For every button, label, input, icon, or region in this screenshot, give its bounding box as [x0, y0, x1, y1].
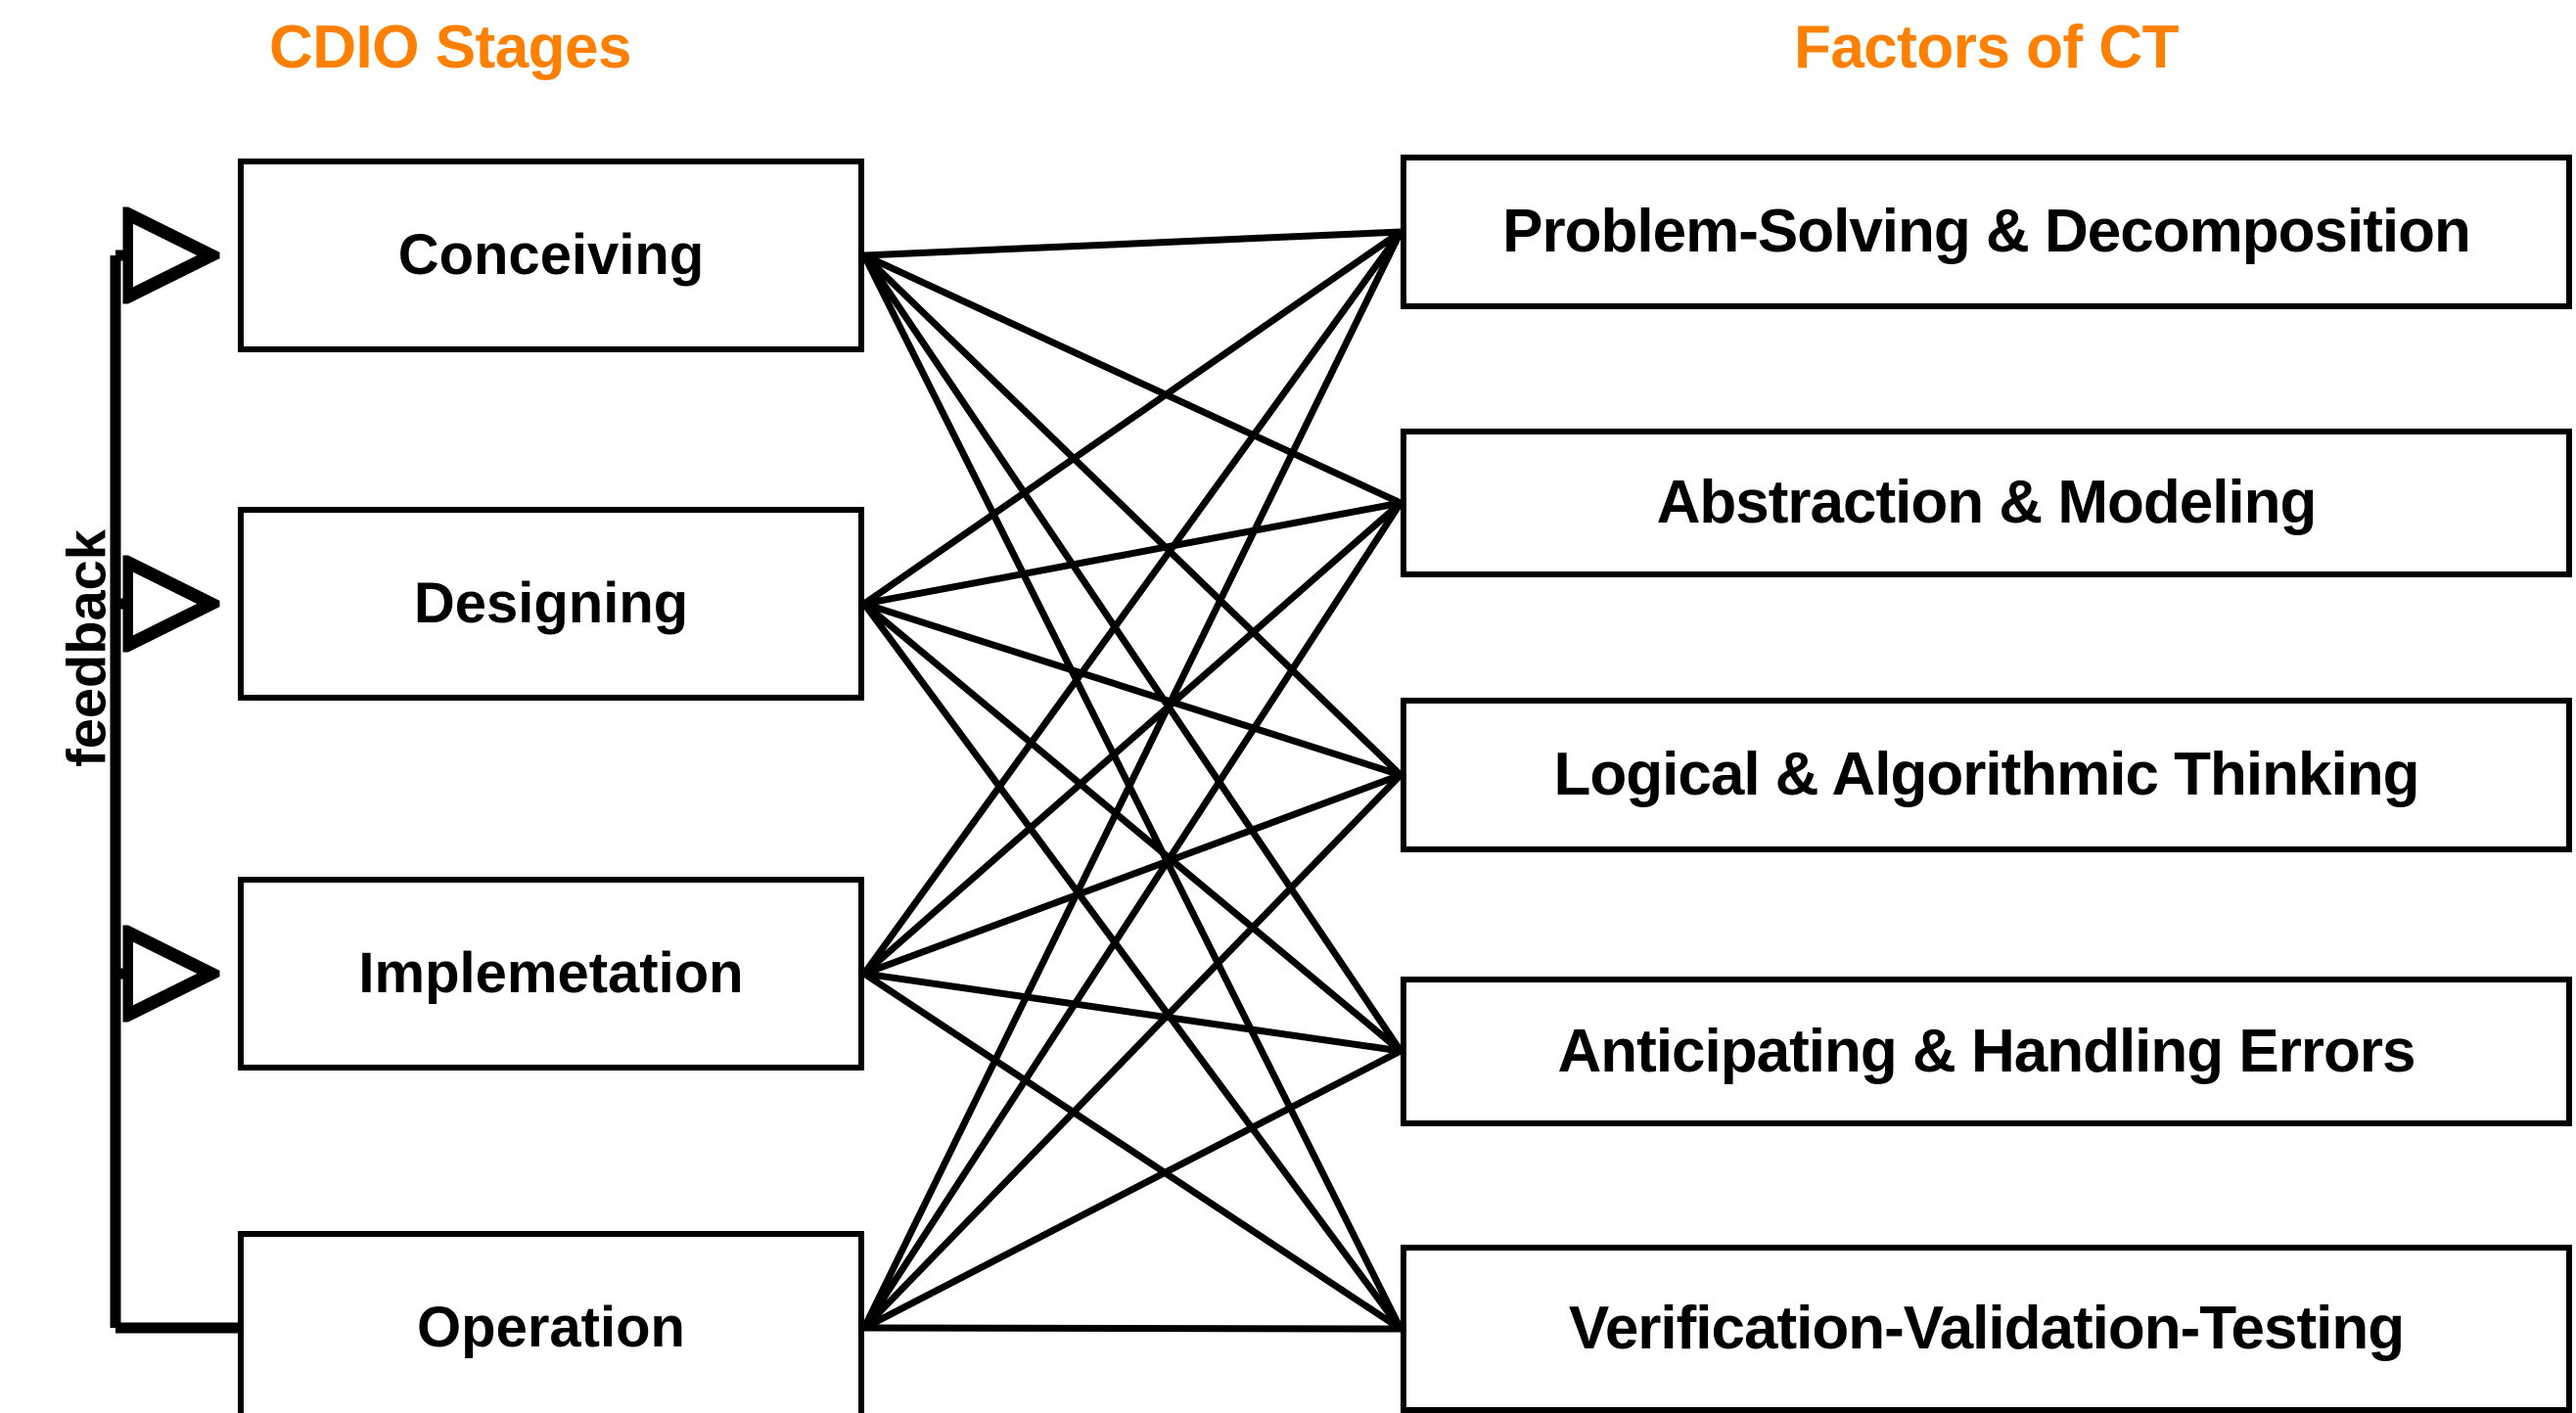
factor-label-verification: Verification-Validation-Testing — [1568, 1295, 2405, 1362]
factor-box-logical[interactable]: Logical & Algorithmic Thinking — [1401, 698, 2572, 852]
factor-box-anticipating[interactable]: Anticipating & Handling Errors — [1401, 977, 2572, 1126]
edge-designing-to-logical — [862, 600, 1403, 779]
edge-conceiving-to-problem-solving — [863, 228, 1402, 259]
factor-box-abstraction[interactable]: Abstraction & Modeling — [1401, 429, 2572, 577]
edge-designing-to-abstraction — [863, 499, 1402, 608]
factor-label-abstraction: Abstraction & Modeling — [1656, 469, 2318, 536]
edge-operation-to-anticipating — [862, 1047, 1403, 1332]
edge-conceiving-to-logical — [861, 252, 1403, 778]
column-title-cdio-stages: CDIO Stages — [268, 14, 632, 81]
factor-label-anticipating: Anticipating & Handling Errors — [1557, 1017, 2416, 1085]
stage-label-designing: Designing — [413, 571, 689, 635]
stage-box-designing[interactable]: Designing — [238, 507, 864, 701]
factor-box-verification[interactable]: Verification-Validation-Testing — [1401, 1245, 2572, 1413]
edge-conceiving-to-abstraction — [862, 251, 1403, 507]
stage-label-implemetation: Implemetation — [358, 941, 744, 1005]
edge-designing-to-problem-solving — [862, 229, 1403, 607]
edge-implemetation-to-problem-solving — [861, 229, 1403, 977]
edge-implemetation-to-verification — [862, 971, 1403, 1332]
edge-implemetation-to-anticipating — [863, 970, 1402, 1055]
edge-designing-to-verification — [861, 601, 1403, 1332]
column-title-factors-of-ct: Factors of CT — [1793, 14, 2180, 81]
edge-conceiving-to-verification — [860, 253, 1404, 1331]
stage-box-operation[interactable]: Operation — [238, 1231, 864, 1413]
factor-box-problem-solving[interactable]: Problem-Solving & Decomposition — [1401, 155, 2572, 309]
edge-operation-to-verification — [863, 1324, 1402, 1333]
edge-operation-to-problem-solving — [860, 230, 1404, 1330]
edge-operation-to-abstraction — [861, 501, 1403, 1330]
edge-implemetation-to-abstraction — [861, 500, 1403, 977]
edge-designing-to-anticipating — [861, 601, 1403, 1054]
edge-operation-to-logical — [861, 772, 1403, 1331]
stage-box-implemetation[interactable]: Implemetation — [238, 877, 864, 1071]
stage-label-conceiving: Conceiving — [397, 223, 705, 287]
edge-implemetation-to-logical — [862, 771, 1403, 978]
factor-label-logical: Logical & Algorithmic Thinking — [1553, 741, 2420, 808]
factor-label-problem-solving: Problem-Solving & Decomposition — [1502, 198, 2471, 265]
stage-label-operation: Operation — [417, 1296, 685, 1359]
stage-box-conceiving[interactable]: Conceiving — [238, 159, 864, 352]
edge-conceiving-to-anticipating — [861, 253, 1403, 1053]
